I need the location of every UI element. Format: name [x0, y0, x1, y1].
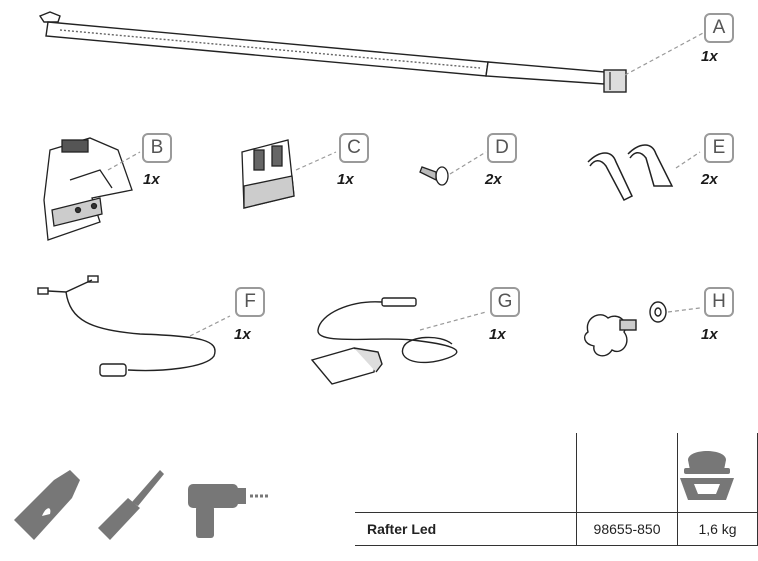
glue-tube-icon: [14, 470, 80, 540]
part-qty-a: 1x: [701, 48, 718, 65]
table-row: Rafter Led 98655-850 1,6 kg: [355, 512, 758, 546]
part-qty-c: 1x: [337, 171, 354, 188]
part-letter-a: A: [704, 13, 734, 43]
led-cable-icon: [37, 275, 216, 377]
part-letter-f: F: [235, 287, 265, 317]
part-letter-d: D: [487, 133, 517, 163]
part-qty-b: 1x: [143, 171, 160, 188]
part-qty-f: 1x: [234, 326, 251, 343]
part-qty-e: 2x: [701, 171, 718, 188]
product-name: Rafter Led: [355, 512, 577, 546]
part-letter-h: H: [704, 287, 734, 317]
car-plug-cable-icon: [310, 297, 458, 385]
spec-table: Rafter Led 98655-850 1,6 kg: [355, 433, 758, 546]
part-letter-b: B: [142, 133, 172, 163]
product-weight: 1,6 kg: [677, 512, 758, 546]
part-letter-c: C: [339, 133, 369, 163]
part-qty-g: 1x: [489, 326, 506, 343]
end-bracket-icon: [43, 137, 133, 241]
part-number: 98655-850: [576, 512, 678, 546]
mount-bracket-icon: [241, 139, 295, 209]
part-qty-h: 1x: [701, 326, 718, 343]
part-letter-e: E: [704, 133, 734, 163]
knob-washer-icon: [583, 301, 667, 357]
part-qty-d: 2x: [485, 171, 502, 188]
screwdriver-icon: [98, 470, 164, 540]
clip-icon: [587, 144, 674, 201]
power-drill-icon: [188, 484, 270, 538]
rafter-bar-icon: [38, 11, 627, 93]
screw-icon: [419, 166, 449, 186]
part-letter-g: G: [490, 287, 520, 317]
